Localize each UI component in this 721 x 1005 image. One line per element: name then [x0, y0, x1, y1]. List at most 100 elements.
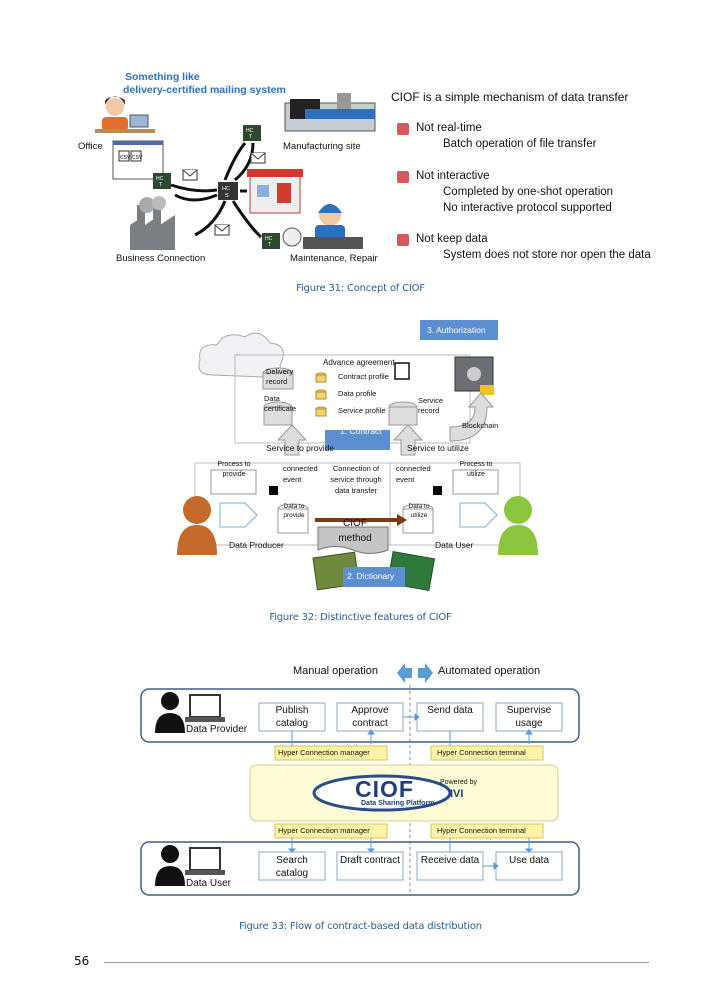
right-arrow-icon — [418, 663, 433, 683]
hc-terminal-top: Hyper Connection terminal — [437, 748, 526, 757]
figure-32-caption: Figure 32: Distinctive features of CIOF — [269, 612, 452, 623]
step-receive-data: Receive data — [420, 855, 480, 866]
csv-label-2: CSV — [132, 155, 143, 161]
connected-event-right: connected event — [396, 464, 431, 484]
connection-text: Connection of service through data trans… — [330, 464, 382, 495]
producer-body — [177, 525, 217, 555]
contract-tag — [325, 430, 390, 450]
service-to-provide: Service to provide — [266, 443, 335, 453]
ciof-method-box — [317, 526, 389, 554]
manual-operation: Manual operation — [293, 665, 379, 677]
ivi-logo: IVI — [450, 788, 464, 800]
automated-operation: Automated operation — [438, 665, 541, 677]
page-number: 56 — [74, 954, 90, 968]
manufacturing-machine-icon — [284, 93, 376, 132]
post-office-icon — [247, 169, 303, 214]
document-icon — [394, 362, 410, 380]
service-record: Service record — [418, 396, 444, 415]
footer-rule — [104, 962, 649, 963]
svg-text:HC: HC — [246, 128, 254, 134]
hct-maintenance-node: HCT — [262, 233, 280, 249]
office-screen: CSV CSV — [112, 140, 164, 180]
ciof-logo-text: CIOF — [355, 776, 414, 802]
point-line: No interactive protocol supported — [443, 202, 612, 214]
step-approve-contract: Approve contract — [351, 705, 389, 729]
figure-31-caption: Figure 31: Concept of CIOF — [296, 283, 425, 294]
fig31-illustration: CSV CSV HCT HCS HCT — [95, 93, 376, 250]
point-head: Not interactive — [416, 170, 490, 182]
step-supervise-usage: Supervise usage — [506, 705, 552, 729]
user-avatar-icon — [155, 845, 225, 886]
csv-label-1: CSV — [120, 155, 131, 161]
data-to-provide: Data to provide — [283, 503, 305, 519]
svg-text:T: T — [249, 134, 252, 140]
producer-head — [183, 496, 211, 524]
figure-33-caption: Figure 33: Flow of contract-based data d… — [239, 921, 482, 932]
process-to-utilize: Process to utilize — [459, 461, 493, 478]
point-marker-icon — [397, 123, 409, 135]
user-panel — [140, 841, 580, 896]
step-use-data: Use data — [508, 855, 550, 866]
data-to-utilize: Data to utilize — [408, 503, 430, 519]
svg-text:S: S — [225, 193, 229, 199]
business-label: Business Connection — [116, 253, 206, 264]
platform-label: Data Sharing Platform — [361, 800, 435, 807]
figure-33: Manual operation Automated operation Dat… — [0, 655, 721, 945]
repair-worker-icon — [282, 204, 363, 249]
service-profile: Service profile — [338, 406, 386, 415]
factory-icon — [130, 196, 175, 250]
point-marker-icon — [397, 234, 409, 246]
data-provider-label: Data Provider — [186, 724, 248, 735]
ciof-logo-ellipse — [312, 774, 452, 812]
banner-line-1: Something like — [125, 71, 200, 83]
hc-manager-bottom: Hyper Connection manager — [278, 826, 370, 835]
office-label: Office — [78, 141, 103, 152]
point-head: Not keep data — [416, 233, 488, 245]
ciof-method: CIOF method — [338, 518, 372, 544]
flow-arrows — [170, 142, 263, 239]
point-line: Batch operation of file transfer — [443, 138, 597, 150]
blockchain-label: Blockchain — [462, 421, 499, 430]
authorization-tag — [420, 320, 498, 340]
svg-text:HC: HC — [222, 186, 230, 192]
hct-office-node: HCT — [153, 173, 171, 189]
dictionary-label: 2. Dictionary — [347, 571, 395, 581]
service-to-utilize: Service to utilize — [407, 443, 469, 453]
banner-line-2: delivery-certified mailing system — [123, 84, 286, 96]
advance-agreement: Advance agreement — [323, 358, 395, 367]
hcs-center-node: HCS — [218, 182, 238, 200]
user-head — [504, 496, 532, 524]
left-arrow-icon — [397, 663, 412, 683]
point-line: Completed by one-shot operation — [443, 186, 614, 198]
provider-panel — [140, 688, 580, 743]
point-head: Not real-time — [416, 122, 482, 134]
contract-label: 1. Contract — [340, 426, 382, 436]
data-user-label: Data User — [435, 540, 474, 550]
contract-profile: Contract profile — [338, 372, 389, 381]
data-certificate: Data certificate — [264, 394, 297, 413]
svg-text:T: T — [159, 182, 162, 188]
data-producer-label: Data Producer — [229, 540, 284, 550]
manufacturing-label: Manufacturing site — [283, 141, 361, 152]
maintenance-label: Maintenance, Repair — [290, 253, 378, 264]
hc-manager-top: Hyper Connection manager — [278, 748, 370, 757]
office-worker-icon — [95, 96, 155, 133]
lock-icon — [480, 385, 494, 395]
step-publish-catalog: Publish catalog — [275, 705, 309, 729]
svg-text:HC: HC — [156, 176, 164, 182]
data-user-label: Data User — [186, 878, 232, 889]
step-draft-contract: Draft contract — [339, 855, 401, 866]
dictionary-tag — [343, 567, 405, 587]
point-line: System does not store nor open the data — [443, 249, 651, 261]
fig33-diagram — [140, 663, 580, 896]
envelope-icons — [182, 152, 266, 236]
figure-32: 3. Authorization Advance agreement Deliv… — [0, 300, 721, 630]
step-send-data: Send data — [427, 705, 473, 716]
svg-text:T: T — [268, 242, 271, 248]
user-body — [498, 525, 538, 555]
process-to-provide: Process to provide — [217, 461, 251, 478]
hct-manufacturing-node: HCT — [243, 125, 261, 141]
ciof-intro: CIOF is a simple mechanism of data trans… — [391, 90, 629, 104]
data-profile: Data profile — [338, 389, 377, 398]
